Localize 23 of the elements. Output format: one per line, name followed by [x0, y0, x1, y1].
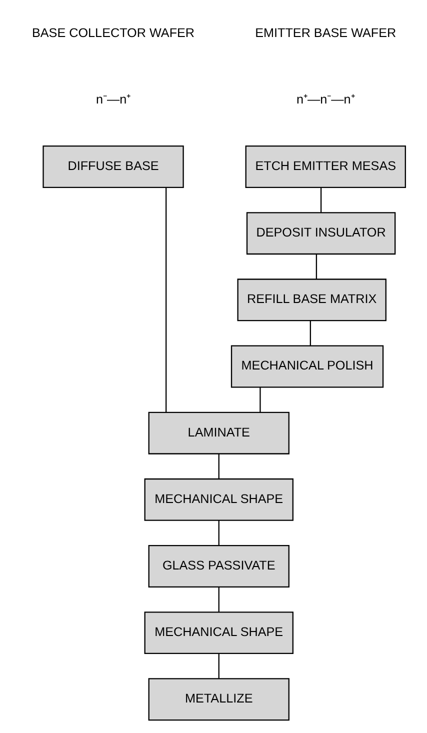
connector — [218, 654, 219, 678]
connector — [218, 454, 219, 479]
node-box: MECHANICAL POLISH — [230, 345, 384, 388]
node-box: MECHANICAL SHAPE — [144, 478, 293, 521]
connector — [320, 187, 322, 212]
node-box: MECHANICAL SHAPE — [144, 612, 293, 654]
node-box: DEPOSIT INSULATOR — [246, 212, 396, 255]
connector — [218, 586, 219, 612]
connector — [309, 320, 310, 346]
label: n⁺—n⁻—n⁺ — [296, 92, 354, 106]
label: n⁻—n⁺ — [95, 92, 130, 106]
connector — [218, 520, 219, 546]
node-box: DIFFUSE BASE — [42, 146, 184, 188]
label: EMITTER BASE WAFER — [254, 26, 396, 40]
connector — [315, 254, 317, 279]
connector — [259, 387, 260, 412]
node-box: LAMINATE — [148, 412, 289, 454]
node-box: REFILL BASE MATRIX — [236, 278, 386, 322]
connector — [165, 188, 166, 412]
node-box: METALLIZE — [148, 678, 289, 721]
node-box: GLASS PASSIVATE — [148, 545, 289, 588]
label: BASE COLLECTOR WAFER — [31, 26, 194, 40]
node-box: ETCH EMITTER MESAS — [244, 146, 406, 188]
